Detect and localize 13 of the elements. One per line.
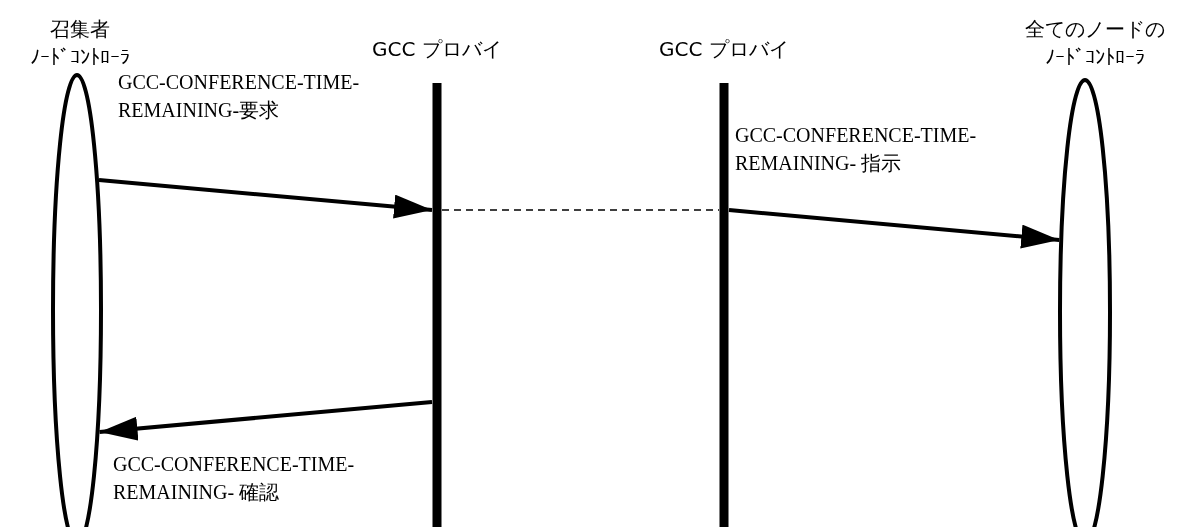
participant-label: ﾉｰﾄﾞｺﾝﾄﾛｰﾗ bbox=[29, 44, 131, 70]
participant-label: 召集者 bbox=[49, 16, 111, 42]
edge-label: GCC-CONFERENCE-TIME-REMAINING- 確認 bbox=[113, 452, 356, 505]
dashed-line bbox=[441, 209, 720, 211]
participant-label: 全てのノードの bbox=[1024, 16, 1166, 42]
arrow bbox=[98, 178, 433, 219]
participant-label: GCC プロバイ bbox=[371, 36, 503, 62]
arrow bbox=[728, 208, 1060, 249]
participant-label: ﾉｰﾄﾞｺﾝﾄﾛｰﾗ bbox=[1044, 44, 1146, 70]
edge-label: GCC-CONFERENCE-TIME-REMAINING-要求 bbox=[118, 70, 361, 123]
participant-label: GCC プロバイ bbox=[658, 36, 790, 62]
edge-label: GCC-CONFERENCE-TIME-REMAINING- 指示 bbox=[735, 123, 978, 176]
arrow bbox=[99, 400, 433, 441]
